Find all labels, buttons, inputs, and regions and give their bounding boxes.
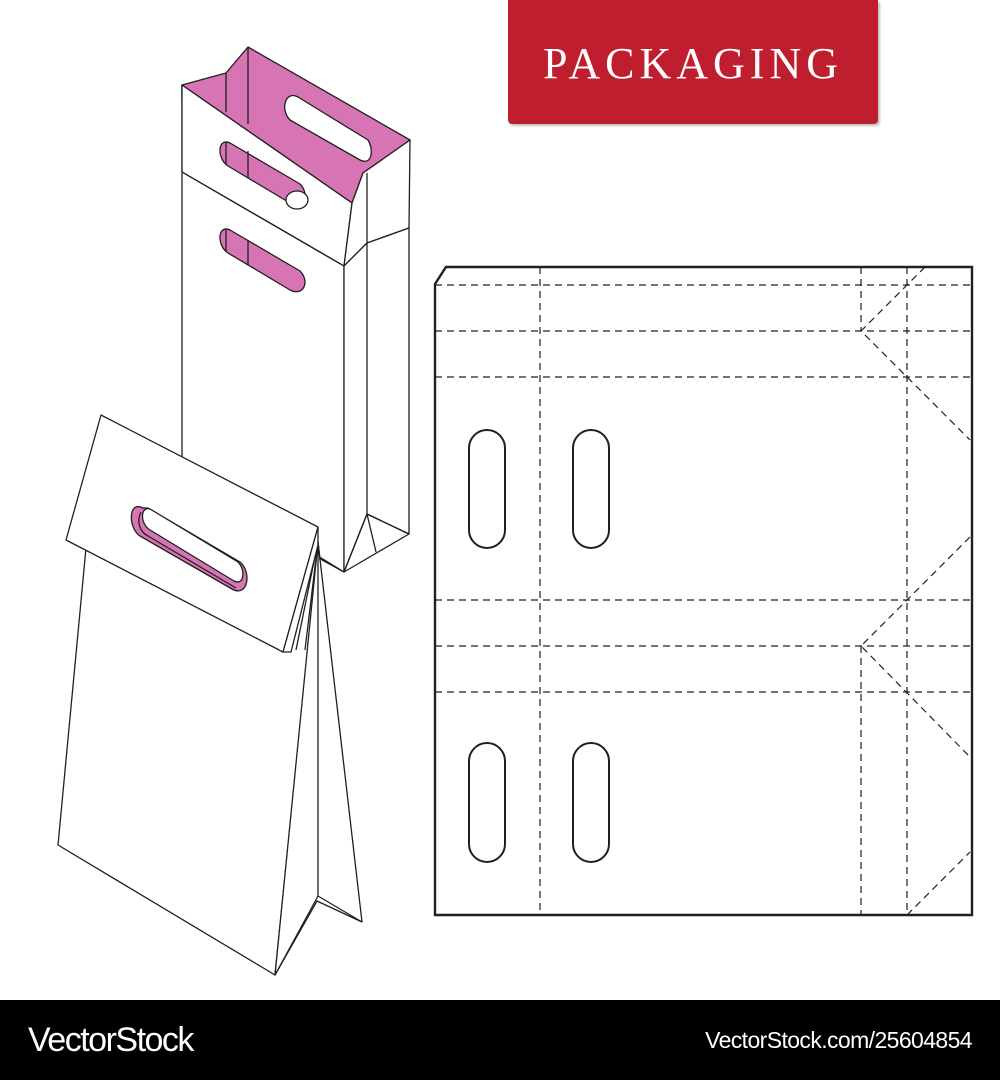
upper-bag-slot-lower — [219, 228, 306, 293]
dieline-template — [433, 265, 974, 917]
lower-bag — [57, 414, 363, 976]
footer-logo: VectorStock — [28, 1020, 194, 1059]
packaging-illustration — [57, 46, 974, 976]
footer-url: VectorStock.com/25604854 — [705, 1026, 972, 1053]
watermark-footer: VectorStock VectorStock.com/25604854 — [0, 1000, 1000, 1080]
handle-slot — [468, 429, 506, 549]
title-banner: PACKAGING — [508, 0, 878, 124]
banner-title: PACKAGING — [542, 38, 844, 88]
handle-slot — [572, 429, 610, 549]
dieline-fold-lines — [435, 266, 972, 916]
upper-bag — [181, 46, 411, 573]
dieline-handle-slots — [468, 429, 610, 863]
handle-slot — [468, 742, 506, 863]
handle-slot — [572, 742, 610, 863]
upper-bag-slot-back — [284, 94, 372, 162]
dieline-cut-outline — [433, 265, 974, 917]
illustration-canvas: PACKAGING — [57, 0, 974, 976]
